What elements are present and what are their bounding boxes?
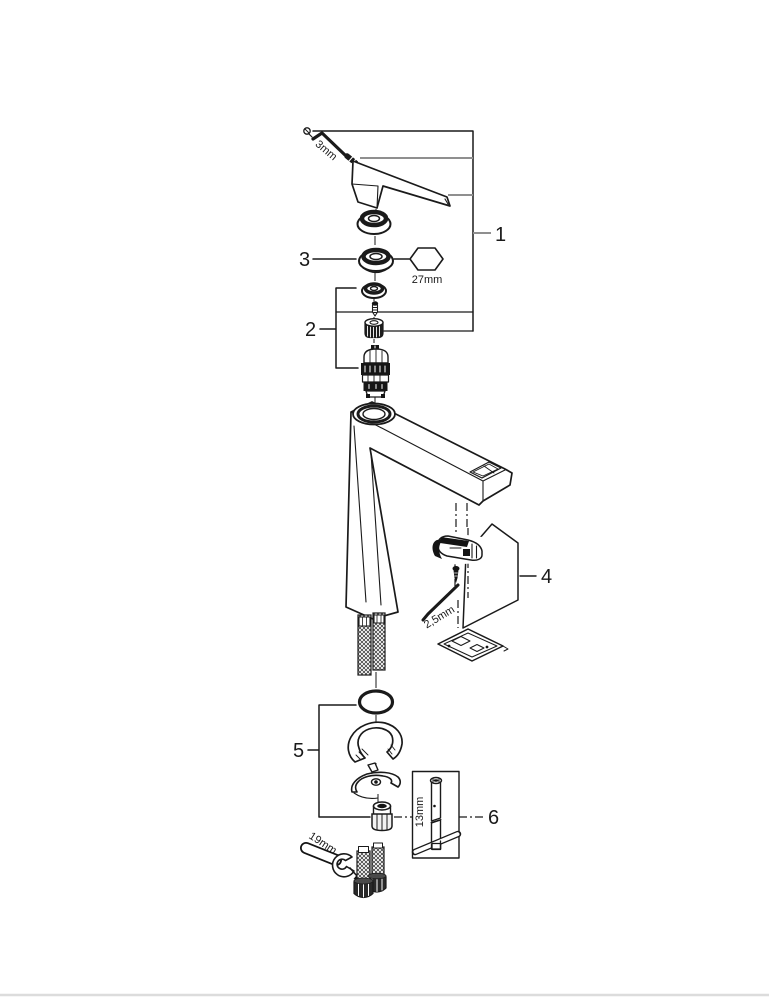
callout-label-4: 4 <box>541 566 552 588</box>
horseshoe-gasket <box>347 721 403 763</box>
hex-27mm-icon <box>409 247 444 271</box>
o-ring <box>357 689 395 715</box>
lever-handle <box>351 160 451 209</box>
callout-label-3: 3 <box>299 249 310 271</box>
wrench-19mm-icon <box>300 842 355 878</box>
callout-bracket-5 <box>307 704 371 818</box>
cartridge-screw <box>371 301 379 317</box>
cover-ring <box>358 247 394 274</box>
clip-screw <box>452 566 460 583</box>
cartridge-ring <box>361 282 387 299</box>
callout-bracket-2 <box>319 287 359 369</box>
hose-end-connectors <box>353 842 387 899</box>
dimension-27mm: 27mm <box>412 274 443 286</box>
supply-hoses <box>357 612 386 676</box>
socket-spanner-tool <box>411 776 462 856</box>
fixing-nut <box>371 801 393 832</box>
spout-aerator <box>469 461 502 479</box>
mounting-clip <box>432 531 487 565</box>
mounting-base-plate <box>437 628 509 662</box>
faucet-body <box>345 401 513 620</box>
handle-grub-screw <box>303 127 313 138</box>
callout-bracket-1 <box>312 130 491 332</box>
callout-label-1: 1 <box>495 224 506 246</box>
cartridge <box>361 345 390 398</box>
cartridge-adapter-nut <box>364 318 384 339</box>
dimension-3mm: 3mm <box>313 138 339 163</box>
body-top-opening <box>352 402 396 426</box>
dimension-13mm: 13mm <box>414 797 426 828</box>
callout-label-6: 6 <box>488 807 499 829</box>
dimension-2-5mm: 2,5mm <box>422 604 457 632</box>
handle-dome-cap <box>356 209 392 235</box>
callout-label-5: 5 <box>293 740 304 762</box>
metal-clamp-ring <box>350 762 402 799</box>
callout-label-2: 2 <box>305 319 316 341</box>
hex-key-2-5mm-icon <box>421 583 460 622</box>
